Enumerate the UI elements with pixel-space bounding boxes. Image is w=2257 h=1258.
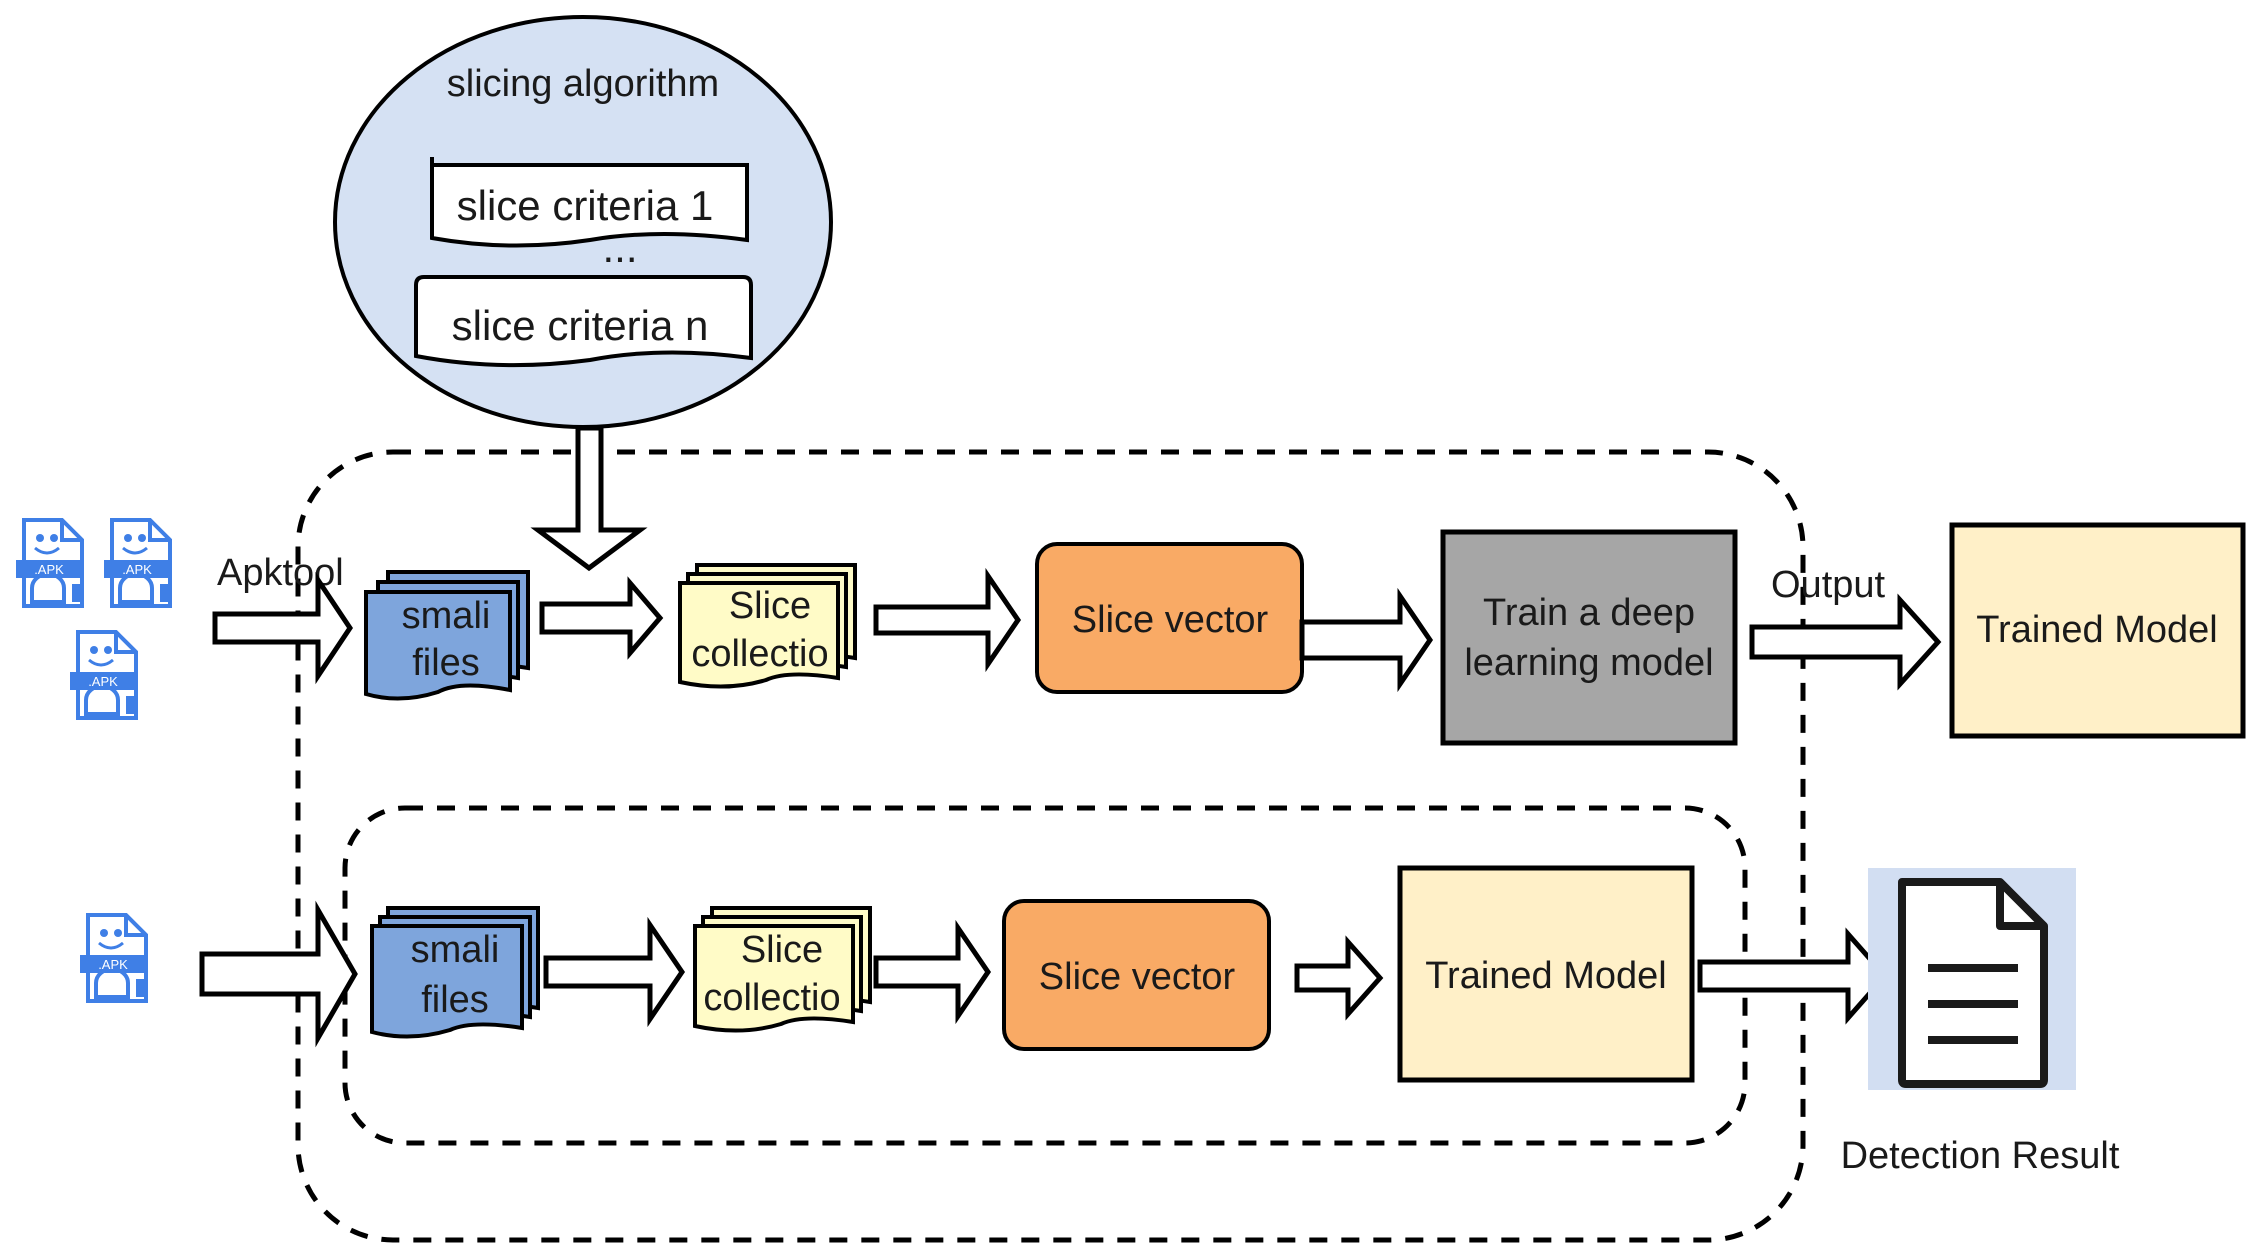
detection-slice-collection-document bbox=[693, 924, 855, 1033]
slice-criteria-first-box bbox=[429, 156, 749, 248]
slicing-algorithm-title: slicing algorithm bbox=[447, 63, 719, 105]
detection-slice-collection-label-line1: Slice bbox=[741, 929, 823, 971]
smali-files-label-line2: files bbox=[412, 642, 480, 684]
detection-trained-model-label: Trained Model bbox=[1425, 955, 1667, 997]
svg-text:.APK: .APK bbox=[122, 562, 152, 577]
slice-criteria-first-label: slice criteria 1 bbox=[457, 182, 714, 229]
detection-collection-to-vector-arrow bbox=[873, 919, 992, 1025]
slice-criteria-last-label: slice criteria n bbox=[452, 302, 709, 349]
slice-vector-label: Slice vector bbox=[1072, 599, 1269, 641]
trained-model-output-label: Trained Model bbox=[1976, 609, 2218, 651]
detection-result-document-icon bbox=[1898, 878, 2048, 1088]
detection-vector-to-model-arrow bbox=[1294, 935, 1384, 1021]
model-to-result-arrow bbox=[1697, 927, 1889, 1025]
output-arrow bbox=[1749, 593, 1942, 691]
collection-to-vector-arrow bbox=[873, 567, 1022, 673]
slice-collection-document bbox=[678, 581, 840, 689]
train-model-box bbox=[1440, 529, 1738, 746]
svg-text:.APK: .APK bbox=[34, 562, 64, 577]
slice-collection-label-line1: Slice bbox=[729, 585, 811, 627]
slicing-down-arrow bbox=[530, 425, 648, 572]
train-model-label-line2: learning model bbox=[1464, 642, 1713, 684]
smali-files-stack: smali files bbox=[364, 570, 530, 701]
slice-collection-stack: Slice collectio bbox=[678, 563, 857, 689]
detection-slice-collection-stack: Slice collectio bbox=[693, 906, 872, 1033]
trained-model-output-box bbox=[1949, 522, 2246, 739]
detection-smali-files-stack: smali files bbox=[370, 906, 540, 1039]
slicing-algorithm-group: slicing algorithm slice criteria 1 ... s… bbox=[333, 15, 833, 429]
detection-result-label: Detection Result bbox=[1841, 1135, 2120, 1177]
smali-files-document bbox=[364, 590, 512, 701]
apk-file-icon: .APK bbox=[68, 630, 138, 720]
slice-criteria-ellipsis: ... bbox=[602, 224, 637, 271]
svg-text:.APK: .APK bbox=[88, 674, 118, 689]
detection-smali-files-label-line1: smali bbox=[411, 929, 500, 971]
slice-vector-box bbox=[1035, 542, 1304, 694]
vector-to-train-arrow bbox=[1299, 587, 1434, 693]
apk-file-icon: .APK bbox=[102, 518, 172, 608]
output-label: Output bbox=[1771, 564, 1886, 606]
detection-slice-vector-label: Slice vector bbox=[1039, 956, 1236, 998]
apk-file-icon: .APK bbox=[14, 518, 84, 608]
training-phase-frame bbox=[295, 449, 1806, 1243]
apktool-arrow bbox=[212, 571, 354, 685]
smali-files-label-line1: smali bbox=[402, 595, 491, 637]
slice-collection-label-line2: collectio bbox=[691, 633, 828, 675]
detection-smali-files-label-line2: files bbox=[421, 979, 489, 1021]
smali-to-collection-arrow bbox=[539, 576, 664, 660]
apk-file-icon: .APK bbox=[78, 913, 148, 1003]
slice-criteria-last-box bbox=[414, 275, 753, 368]
train-model-label-line1: Train a deep bbox=[1483, 592, 1695, 634]
detection-smali-to-collection-arrow bbox=[543, 916, 686, 1028]
detection-slice-collection-label-line2: collectio bbox=[703, 977, 840, 1019]
svg-text:.APK: .APK bbox=[98, 957, 128, 972]
detection-smali-files-document bbox=[370, 924, 524, 1039]
detection-slice-vector-box bbox=[1002, 899, 1271, 1051]
detection-input-arrow bbox=[199, 900, 358, 1048]
detection-trained-model-box bbox=[1397, 865, 1695, 1083]
